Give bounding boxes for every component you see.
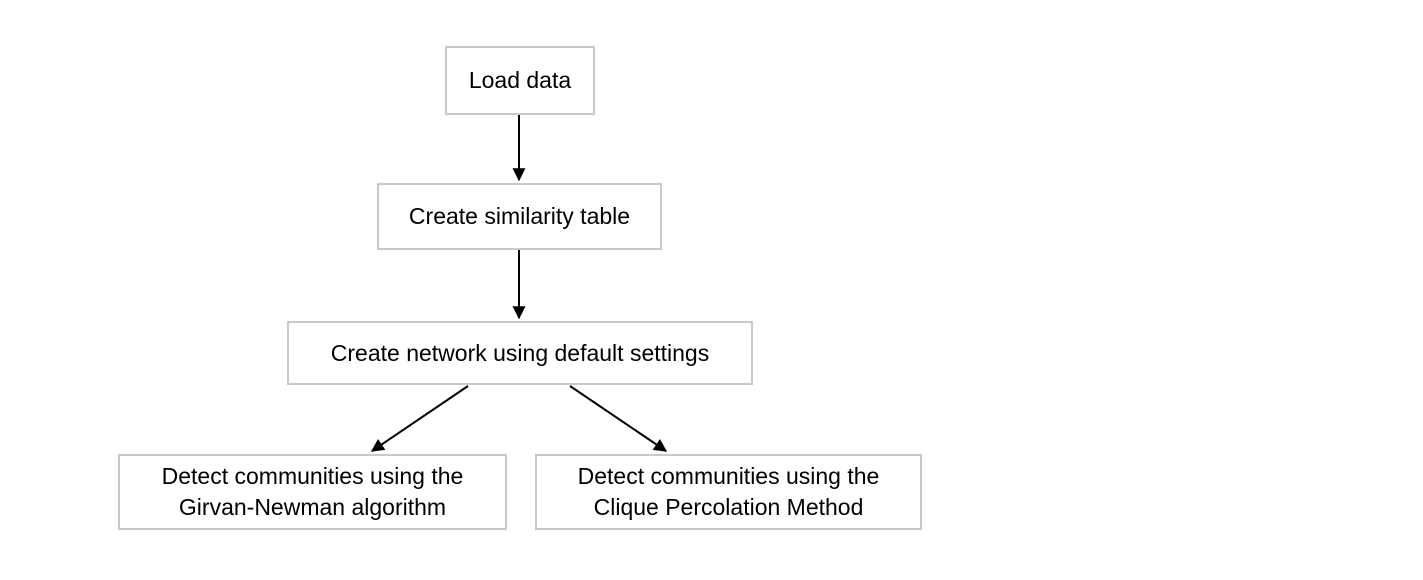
node-detect-girvan-newman: Detect communities using the Girvan-Newm… (118, 454, 507, 530)
node-label: Create similarity table (408, 203, 631, 229)
node-label: Detect communities using the Clique Perc… (577, 463, 880, 520)
node-detect-clique-percolation: Detect communities using the Clique Perc… (535, 454, 922, 530)
node-label: Create network using default settings (330, 339, 710, 366)
node-label: Detect communities using the Girvan-Newm… (161, 463, 464, 520)
edge-network-to-clique-percolation (569, 385, 668, 452)
node-load-data: Load data (445, 46, 595, 115)
node-create-similarity-table: Create similarity table (377, 183, 662, 250)
edge-network-to-girvan-newman (370, 385, 469, 452)
node-create-network: Create network using default settings (287, 321, 753, 385)
node-label: Load data (468, 67, 572, 93)
